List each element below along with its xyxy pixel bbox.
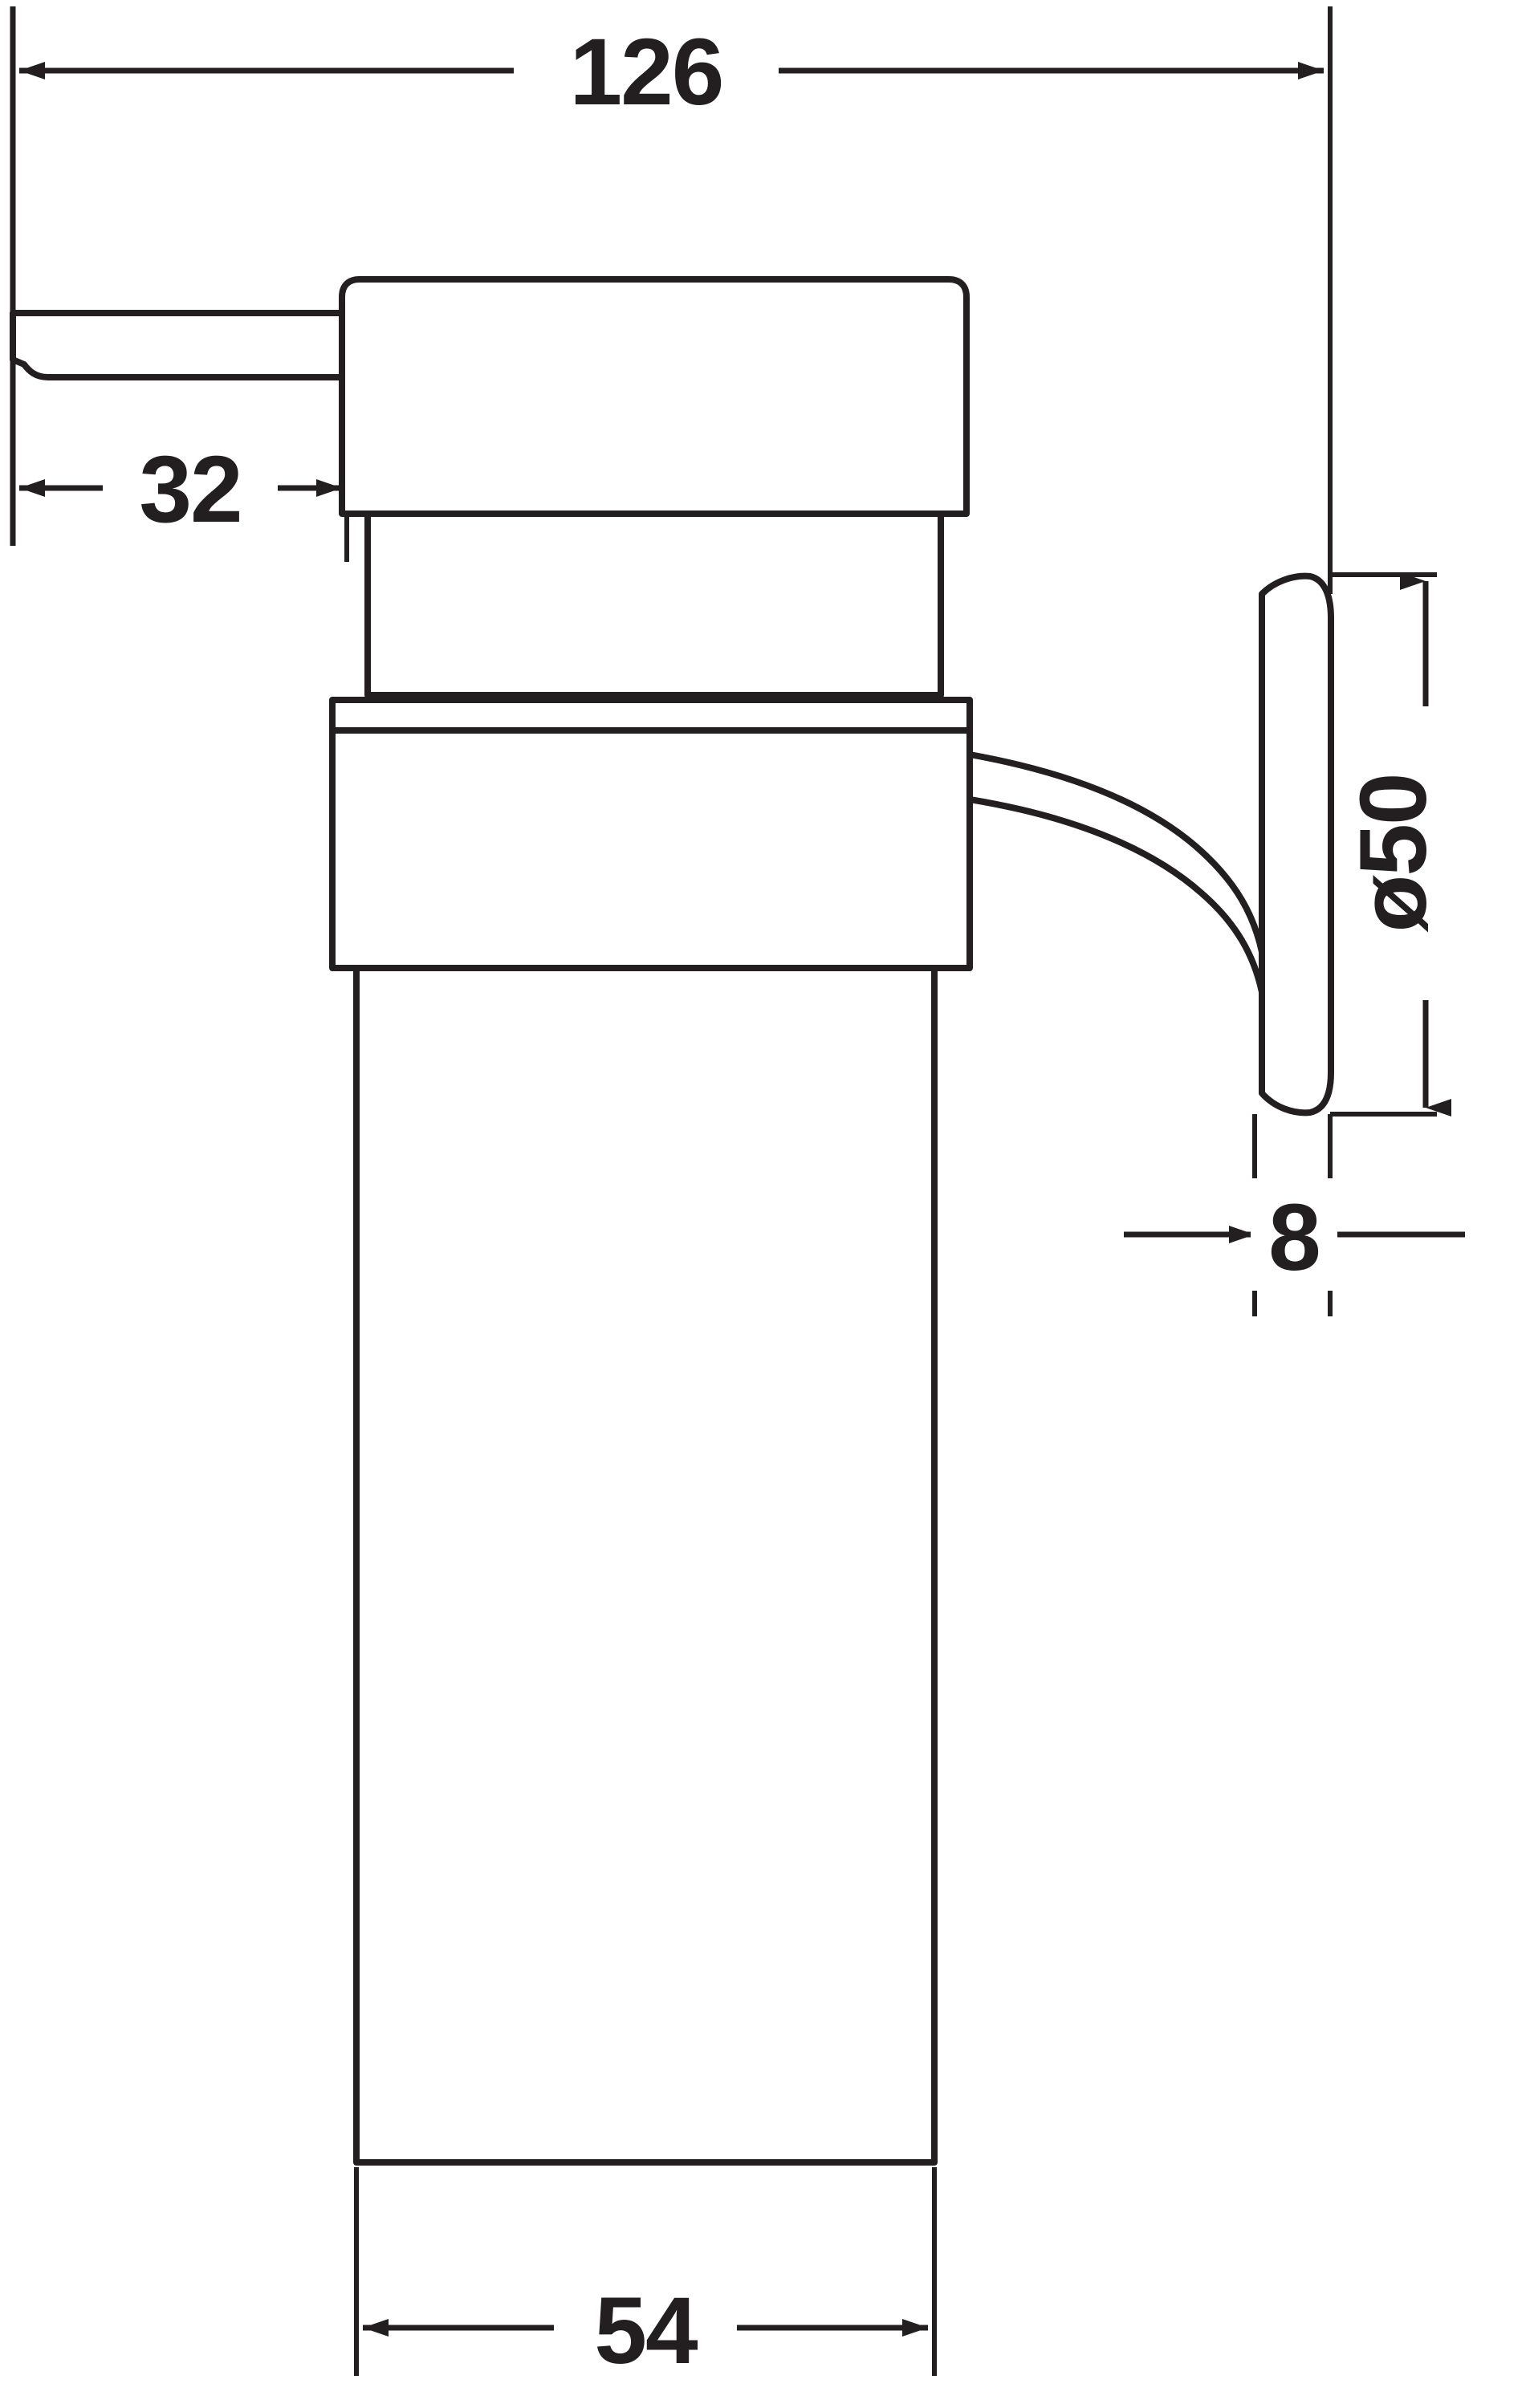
bottle-body	[353, 965, 938, 2166]
dimension-spout-projection: 32	[19, 432, 342, 543]
dimension-label-8: 8	[1268, 1185, 1320, 1291]
product-outline	[10, 276, 1334, 2166]
holder-cup	[329, 727, 973, 971]
dimension-wall-plate-thickness: 8	[1124, 1178, 1465, 1291]
pump-neck	[364, 510, 944, 698]
dimension-body-width: 54	[363, 2272, 928, 2384]
dimension-label-54: 54	[594, 2278, 698, 2384]
dimension-overall-width: 126	[19, 16, 1324, 125]
wall-arm	[966, 751, 1265, 995]
dimension-label-o50: ø50	[1341, 774, 1447, 932]
pump-lever	[10, 310, 350, 380]
dimension-wall-plate-diameter: ø50	[1341, 572, 1482, 1117]
pump-head	[339, 276, 970, 517]
wall-plate	[1259, 572, 1334, 1117]
dimension-label-126: 126	[570, 19, 723, 125]
dimension-label-32: 32	[139, 437, 241, 543]
collar	[329, 697, 973, 734]
